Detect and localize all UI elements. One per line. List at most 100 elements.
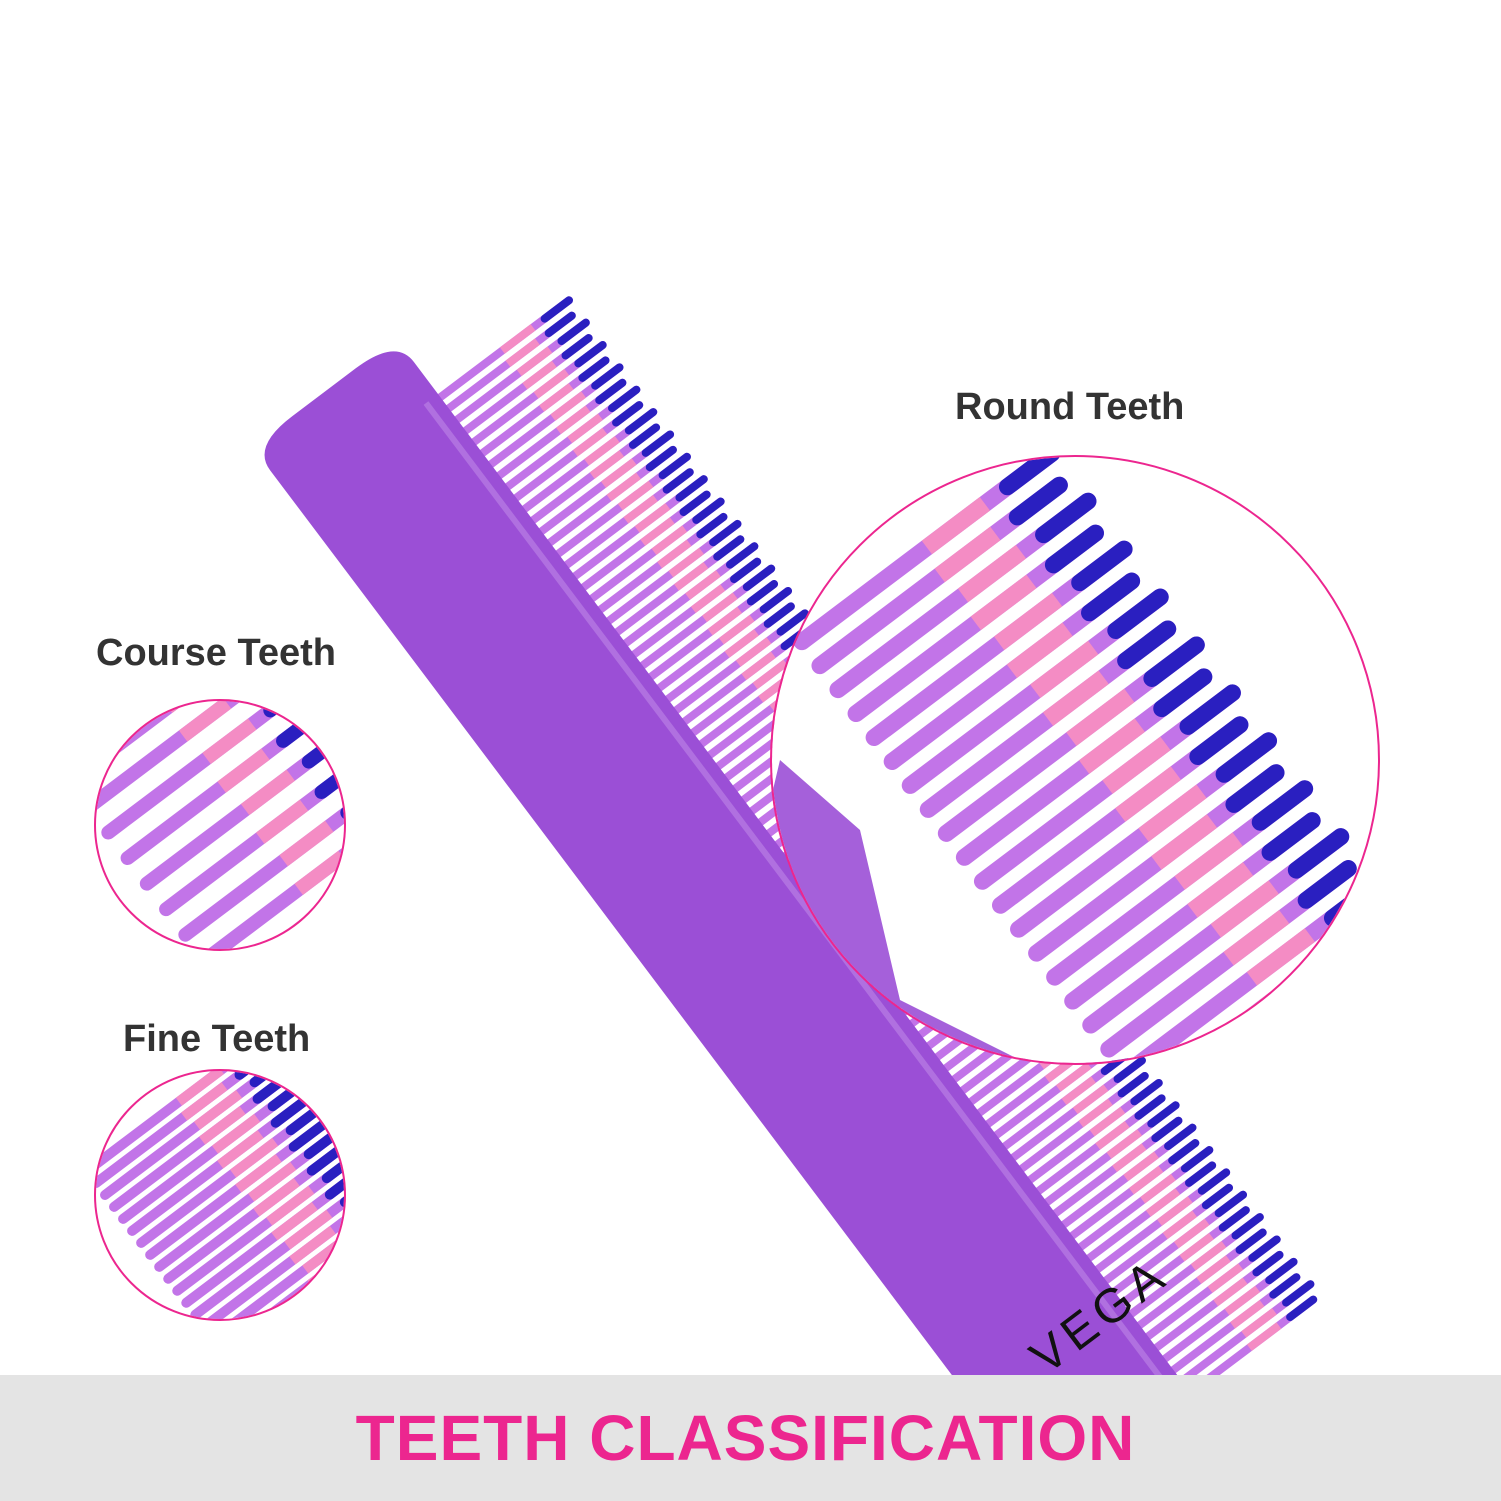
comb-tooth-segment (96, 701, 285, 814)
comb-tooth-segment (1147, 1101, 1180, 1128)
comb-tooth-segment (96, 1071, 276, 1176)
comb-tooth-segment (1190, 1241, 1227, 1271)
comb-tooth-segment (1218, 1206, 1250, 1232)
comb-tooth-segment (1179, 1232, 1214, 1262)
comb-tooth-segment (1180, 1146, 1214, 1173)
comb-tooth-segment (1226, 1019, 1378, 1063)
comb-tooth-segment (181, 1082, 228, 1121)
comb-tooth-segment (1393, 969, 1461, 1026)
comb-tooth-segment (193, 1089, 243, 1130)
comb-tooth-segment (289, 1225, 336, 1265)
comb-tooth-segment (1287, 828, 1350, 879)
comb-tooth-segment (1055, 1123, 1197, 1233)
comb-tooth-segment (1187, 862, 1254, 918)
comb-tooth-segment (145, 1117, 332, 1260)
comb-tooth-segment (217, 1130, 264, 1169)
comb-tooth-segment (1251, 780, 1314, 831)
comb-tooth-segment (641, 430, 675, 457)
banner: TEETH CLASSIFICATION (0, 1375, 1501, 1501)
comb-tooth-segment (1061, 1076, 1096, 1105)
comb-tooth-segment (623, 494, 658, 524)
comb-tooth-segment (154, 1123, 344, 1272)
comb-tooth-segment (359, 1211, 405, 1249)
comb-tooth-segment (1252, 1250, 1284, 1277)
comb-tooth-segment (1089, 1106, 1126, 1137)
comb-tooth-segment (1314, 1144, 1501, 1348)
comb-tooth-segment (617, 480, 654, 511)
comb-tooth-segment (350, 809, 402, 853)
comb-tooth-segment (1164, 1273, 1301, 1375)
comb-tooth-segment (1261, 812, 1321, 861)
comb-tooth-segment (600, 458, 637, 488)
comb-tooth-segment (395, 1259, 441, 1297)
comb-tooth-segment (606, 472, 641, 502)
comb-tooth-segment (690, 584, 726, 613)
comb-tooth-segment (1427, 1168, 1495, 1225)
comb-tooth-segment (591, 363, 624, 390)
comb-tooth-segment (1138, 784, 1207, 842)
comb-tooth-segment (1044, 524, 1104, 574)
comb-tooth-segment (284, 1209, 333, 1250)
comb-tooth-segment (692, 497, 725, 524)
comb-tooth-segment (516, 346, 553, 377)
comb-tooth-segment (1244, 1051, 1378, 1063)
comb-tooth-segment (746, 580, 779, 606)
comb-tooth-segment (557, 468, 694, 573)
comb-tooth-segment (1246, 1322, 1282, 1351)
comb-tooth-segment (718, 614, 755, 645)
comb-tooth-segment (1100, 860, 1357, 1058)
comb-tooth-segment (199, 1106, 246, 1145)
comb-tooth-segment (724, 629, 759, 658)
comb-tooth-segment (96, 1071, 278, 1188)
comb-tooth-segment (1006, 622, 1073, 679)
comb-tooth-segment (1333, 907, 1378, 957)
comb-tooth-segment (1143, 636, 1205, 687)
comb-tooth-segment (1174, 832, 1243, 890)
comb-tooth-segment (271, 1201, 318, 1241)
comb-tooth-segment (725, 542, 759, 569)
comb-tooth-segment (1246, 928, 1315, 986)
comb-tooth-segment (1277, 1096, 1501, 1300)
comb-tooth-segment (1030, 640, 1099, 699)
comb-tooth-segment (1235, 1228, 1267, 1254)
fine-teeth-magnifier (94, 1069, 441, 1346)
comb-tooth-segment (574, 341, 607, 368)
comb-tooth-segment (1151, 814, 1218, 870)
comb-tooth-segment (1331, 1053, 1378, 1063)
comb-tooth-segment (557, 318, 590, 346)
comb-tooth-segment (1297, 860, 1357, 909)
comb-tooth-segment (389, 860, 441, 904)
comb-tooth-segment (356, 1306, 404, 1346)
comb-tooth-segment (1210, 880, 1279, 938)
comb-tooth-segment (356, 1193, 404, 1233)
comb-tooth-segment (957, 544, 1027, 603)
comb-tooth-segment (1117, 620, 1177, 670)
course-teeth-label: Course Teeth (96, 632, 337, 674)
comb-tooth-segment (240, 769, 295, 816)
comb-tooth-segment (325, 1273, 344, 1313)
comb-tooth-segment (505, 338, 540, 368)
comb-tooth-segment (473, 356, 610, 461)
comb-tooth-segment (674, 562, 709, 591)
banner-title: TEETH CLASSIFICATION (355, 1402, 1136, 1474)
comb-tooth-segment (759, 586, 793, 614)
comb-tooth-segment (178, 701, 232, 742)
comb-tooth-segment (1179, 684, 1241, 735)
comb-tooth-segment (578, 356, 610, 382)
comb-tooth-segment (1201, 1183, 1233, 1210)
comb-tooth-segment (235, 1154, 282, 1193)
comb-tooth-segment (208, 1195, 344, 1319)
comb-tooth-segment (1038, 1101, 1180, 1210)
comb-tooth-segment (659, 602, 795, 707)
comb-tooth-segment (1035, 492, 1097, 544)
comb-tooth-segment (1282, 976, 1352, 1034)
comb-tooth-segment (376, 828, 430, 874)
comb-tooth-segment (996, 1049, 1132, 1154)
comb-tooth-segment (1439, 1048, 1501, 1104)
comb-tooth-segment (1162, 1210, 1198, 1240)
comb-tooth-segment (343, 1297, 344, 1319)
comb-tooth-segment (540, 296, 573, 323)
comb-tooth-segment (1465, 1064, 1501, 1121)
comb-tooth-segment (634, 503, 671, 533)
comb-tooth-segment (556, 405, 591, 435)
